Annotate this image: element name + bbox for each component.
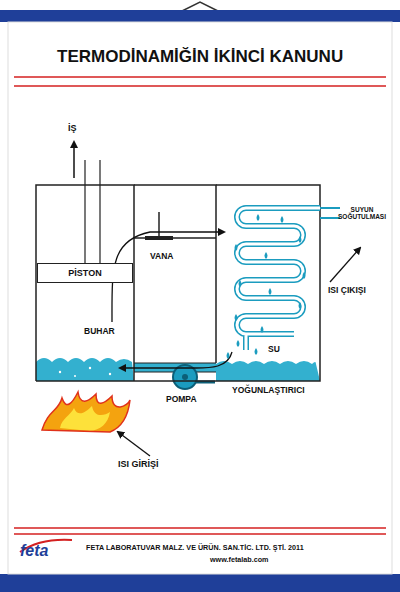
poster-sheet (8, 22, 392, 574)
piston-rod (85, 160, 100, 263)
heat-in-arrow (118, 432, 150, 456)
water-label: SU (268, 345, 280, 354)
pump-label: POMPA (166, 395, 197, 404)
return-arrow (120, 352, 232, 368)
heat-out-label: ISI ÇIKIŞI (328, 286, 366, 295)
heat-out-arrow (330, 248, 360, 282)
condenser-label: YOĞUNLAŞTIRICI (232, 386, 305, 395)
boiler-water (36, 358, 134, 381)
work-label: İŞ (68, 124, 77, 134)
cooling-label: SUYUN SOĞUTULMASI (336, 206, 388, 220)
piston-box: PİSTON (37, 263, 133, 283)
steam-chamber (134, 185, 216, 363)
work-arrow (73, 142, 75, 178)
bottom-bar (0, 574, 400, 592)
poster-title: TERMODİNAMİĞİN İKİNCİ KANUNU (57, 48, 343, 67)
logo: feta (20, 542, 48, 560)
valve-symbol (145, 236, 173, 240)
droplets (227, 214, 306, 359)
publisher: FETA LABORATUVAR MALZ. VE ÜRÜN. SAN.TİC.… (86, 544, 304, 552)
heat-in-label: ISI GİRİŞİ (118, 460, 159, 470)
top-bar (0, 10, 400, 22)
condenser-coil (237, 208, 340, 350)
website: www.fetalab.com (210, 556, 268, 564)
flame (42, 392, 130, 432)
steam-label: BUHAR (84, 327, 115, 336)
valve-label: VANA (150, 252, 173, 261)
part-label: PİSTON (68, 268, 101, 278)
condenser-wall (36, 185, 320, 381)
condenser-water (216, 361, 320, 381)
